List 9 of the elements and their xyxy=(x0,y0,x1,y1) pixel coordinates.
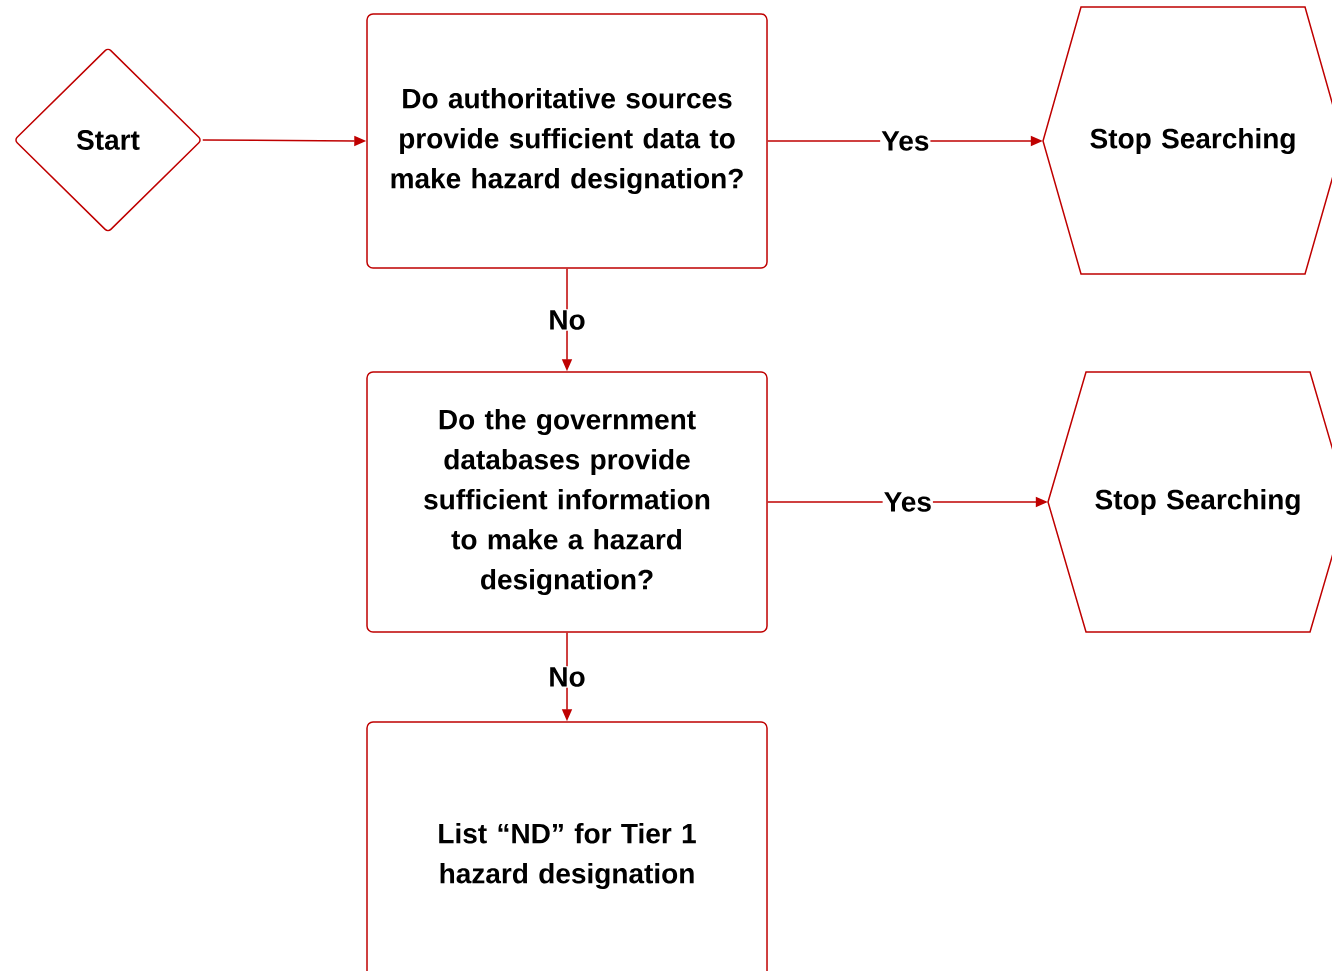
edge-label: No xyxy=(547,309,587,331)
edge-label: No xyxy=(547,666,587,688)
decision-box: Do the government databases provide sufficient information to make a hazard designation? xyxy=(366,371,768,633)
edge-label: Yes xyxy=(880,130,931,152)
decision-box: List “ND” for Tier 1 hazard designation xyxy=(366,721,768,971)
edge-label: Yes xyxy=(882,491,933,513)
terminator-hexagon: Stop Searching xyxy=(1042,6,1332,275)
decision-box: Do authoritative sources provide sufficient data to make hazard designation? xyxy=(366,13,768,269)
terminator-hexagon: Stop Searching xyxy=(1047,371,1332,633)
